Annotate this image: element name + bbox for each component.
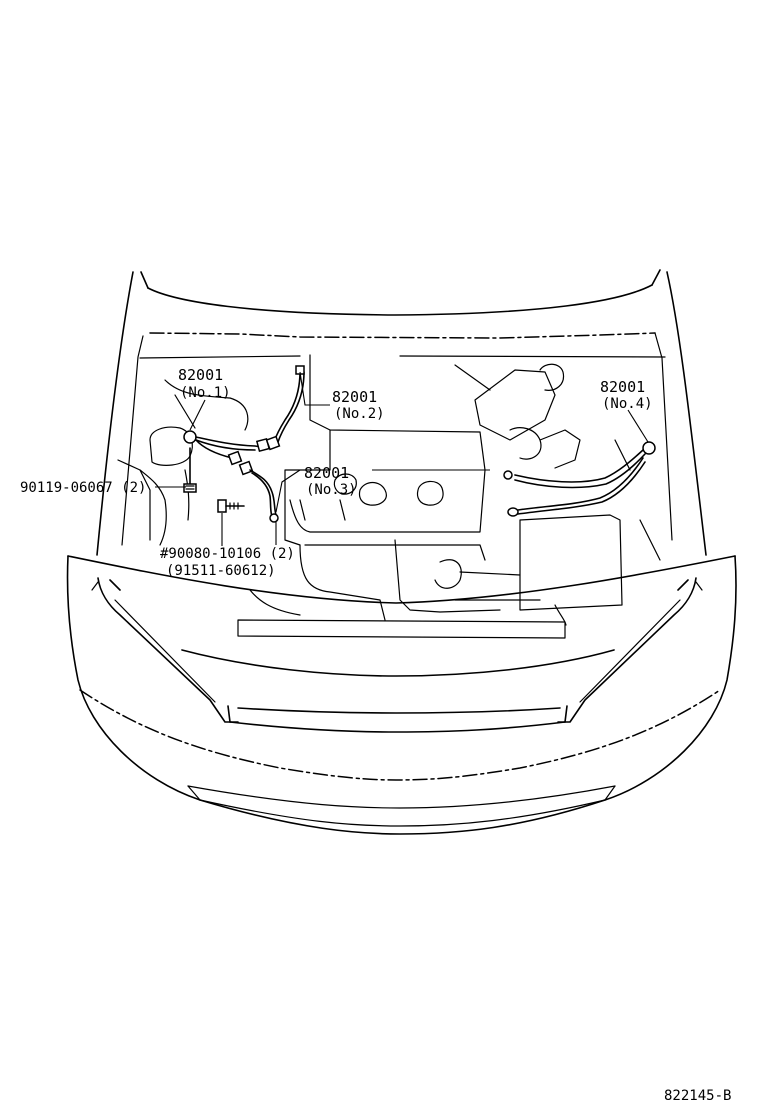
- callout-no4-part: 82001: [600, 378, 645, 396]
- harness-no3: [238, 460, 279, 523]
- engine-block: [284, 354, 541, 621]
- callout-no3: 82001 (No.3): [304, 464, 357, 498]
- bolt-90080: [217, 499, 245, 513]
- fastener-bolt-b: #90080-10106 (2) (91511-60612): [160, 546, 295, 579]
- callout-no2-part: 82001: [332, 388, 377, 406]
- radiator-support: [237, 519, 661, 639]
- engine-bay-frame: [121, 332, 673, 546]
- callout-no2-note: (No.2): [334, 406, 385, 422]
- callout-no1-part: 82001: [178, 366, 223, 384]
- fastener-bolt-a: 90119-06067 (2): [20, 480, 146, 496]
- callout-no4-note: (No.4): [602, 396, 653, 412]
- left-components: [117, 379, 249, 546]
- callout-no1: 82001 (No.1): [178, 366, 231, 401]
- callout-no1-note: (No.1): [180, 385, 231, 401]
- fastener-bolt-a-part: 90119-06067 (2): [20, 480, 146, 496]
- harness-no1: [183, 430, 271, 466]
- front-bumper: [66, 555, 737, 835]
- right-components: [454, 363, 631, 611]
- callout-no3-note: (No.3): [306, 482, 357, 498]
- callout-no2: 82001 (No.2): [332, 388, 385, 422]
- callout-no3-part: 82001: [304, 464, 349, 482]
- leader-lines: [155, 371, 649, 546]
- bolt-90119: [183, 447, 197, 493]
- hood-outline: [96, 269, 707, 556]
- figure-code: 822145-B: [664, 1088, 731, 1104]
- harness-no4: [503, 441, 656, 517]
- harness-no2: [265, 365, 305, 451]
- callout-no4: 82001 (No.4): [600, 378, 653, 412]
- fastener-bolt-b-part: #90080-10106 (2): [160, 546, 295, 562]
- fastener-bolt-b-note: (91511-60612): [166, 563, 276, 579]
